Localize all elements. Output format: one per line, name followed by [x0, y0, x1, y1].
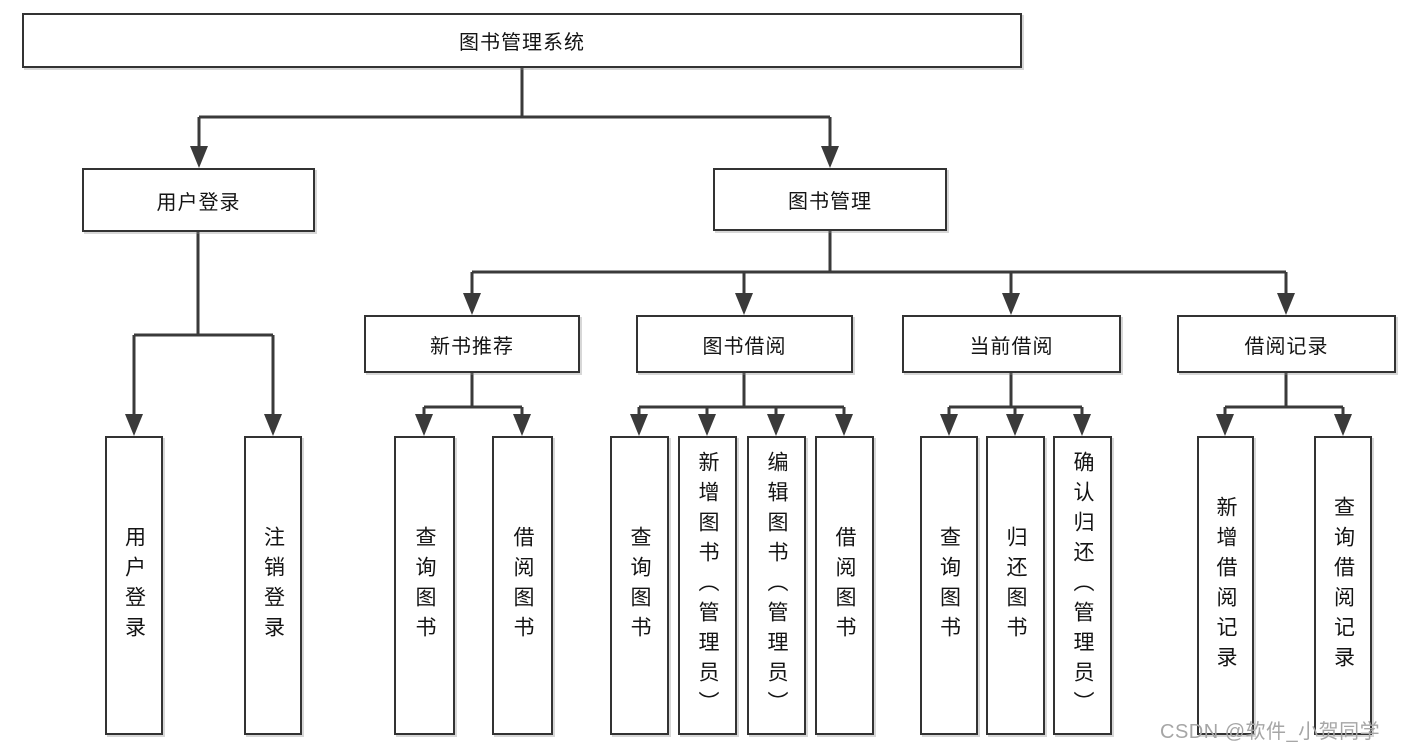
leaf-borrow-add-books-admin: 新增图书（管理员）: [678, 436, 737, 735]
leaf-recommend-borrow-books: 借阅图书: [492, 436, 553, 735]
leaf-records-query-record: 查询借阅记录: [1314, 436, 1372, 735]
leaf-recommend-borrow-books-label: 借阅图书: [511, 525, 534, 646]
leaf-logout-label: 注销登录: [261, 525, 285, 646]
leaf-logout: 注销登录: [244, 436, 302, 735]
leaf-user-login-label: 用户登录: [122, 525, 146, 646]
leaf-recommend-query-books-label: 查询图书: [413, 525, 436, 646]
leaf-records-add-record: 新增借阅记录: [1197, 436, 1254, 735]
node-current-borrow: 当前借阅: [902, 315, 1121, 373]
node-root-label: 图书管理系统: [459, 32, 585, 54]
leaf-borrow-borrow-books: 借阅图书: [815, 436, 874, 735]
node-user-login: 用户登录: [82, 168, 315, 232]
leaf-borrow-query-books: 查询图书: [610, 436, 669, 735]
node-book-borrow-label: 图书借阅: [702, 335, 787, 358]
node-user-login-label: 用户登录: [156, 191, 241, 214]
leaf-current-query-books: 查询图书: [920, 436, 978, 735]
node-book-management-label: 图书管理: [788, 191, 872, 213]
leaf-borrow-edit-books-admin: 编辑图书（管理员）: [747, 436, 806, 735]
csdn-watermark: CSDN @软件_小贺同学: [1160, 721, 1381, 743]
node-new-book-recommend-label: 新书推荐: [430, 335, 514, 358]
leaf-current-return-books-label: 归还图书: [1004, 525, 1027, 646]
node-borrow-records: 借阅记录: [1177, 315, 1396, 373]
leaf-borrow-borrow-books-label: 借阅图书: [833, 525, 856, 646]
node-book-borrow: 图书借阅: [636, 315, 853, 373]
node-new-book-recommend: 新书推荐: [364, 315, 580, 373]
node-root-system: 图书管理系统: [22, 13, 1022, 68]
leaf-recommend-query-books: 查询图书: [394, 436, 455, 735]
leaf-current-confirm-return-admin-label: 确认归还（管理员）: [1071, 450, 1094, 721]
leaf-borrow-add-books-admin-label: 新增图书（管理员）: [696, 450, 719, 721]
leaf-current-return-books: 归还图书: [986, 436, 1045, 735]
leaf-user-login: 用户登录: [105, 436, 163, 735]
leaf-records-query-record-label: 查询借阅记录: [1331, 495, 1355, 676]
leaf-records-add-record-label: 新增借阅记录: [1214, 495, 1237, 676]
leaf-current-confirm-return-admin: 确认归还（管理员）: [1053, 436, 1112, 735]
node-current-borrow-label: 当前借阅: [969, 335, 1054, 358]
leaf-current-query-books-label: 查询图书: [937, 525, 961, 646]
leaf-borrow-query-books-label: 查询图书: [628, 525, 651, 646]
node-borrow-records-label: 借阅记录: [1244, 335, 1329, 358]
leaf-borrow-edit-books-admin-label: 编辑图书（管理员）: [765, 450, 788, 721]
node-book-management: 图书管理: [713, 168, 947, 231]
